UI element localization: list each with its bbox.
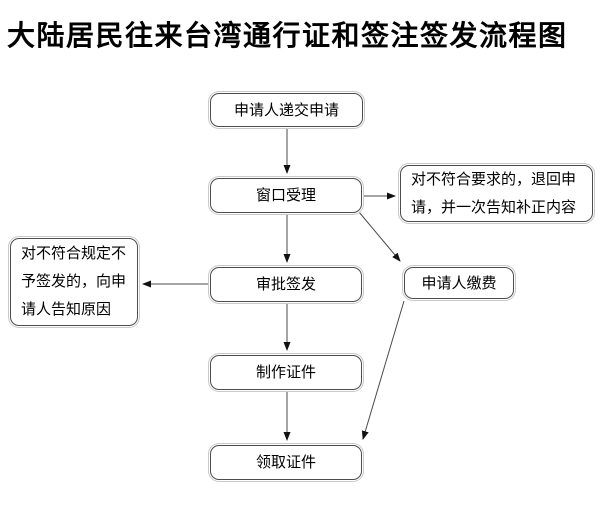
node-applicant-payment: 申请人缴费 — [404, 267, 514, 299]
node-approval-issuance: 审批签发 — [210, 267, 362, 302]
node-submit-application: 申请人递交申请 — [210, 93, 363, 127]
edge-pay-to-collect — [361, 300, 405, 440]
node-collect-document: 领取证件 — [210, 445, 362, 480]
edge-accept-to-pay — [358, 211, 401, 262]
node-window-acceptance: 窗口受理 — [210, 178, 362, 213]
node-return-nonconforming-application: 对不符合要求的，退回申 请，并一次告知补正内容 — [400, 165, 593, 222]
node-produce-document: 制作证件 — [210, 355, 362, 390]
page-title: 大陆居民往来台湾通行证和签注签发流程图 — [7, 20, 568, 51]
node-denial-notification: 对不符合规定不 予签发的，向申 请人告知原因 — [10, 238, 138, 326]
